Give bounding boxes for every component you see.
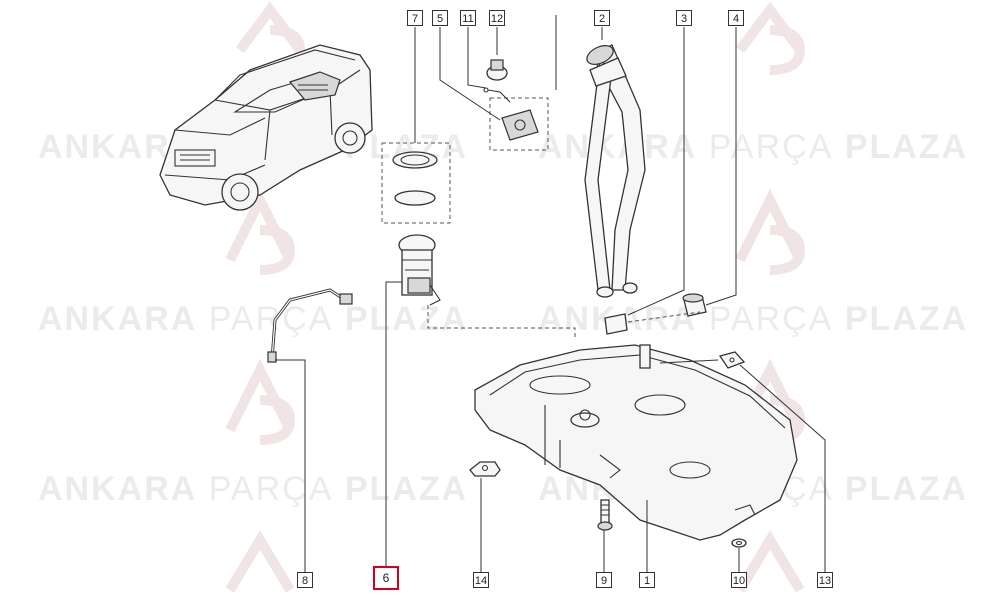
watermark-text: ANKARA PARÇA PLAZA bbox=[38, 470, 468, 508]
vent-pipe bbox=[267, 288, 353, 363]
watermark-text: ANKARA PARÇA PLAZA bbox=[538, 300, 968, 338]
washer bbox=[731, 538, 747, 548]
watermark-word: PLAZA bbox=[833, 470, 968, 508]
bolt bbox=[597, 499, 613, 531]
watermark-text: ANKARA PARÇA PLAZA bbox=[538, 128, 968, 166]
watermark-word: PLAZA bbox=[333, 470, 468, 508]
watermark-word: PLAZA bbox=[833, 300, 968, 338]
callout-5[interactable]: 5 bbox=[432, 10, 448, 26]
filler-neck-pipe bbox=[584, 44, 646, 298]
tank-clip bbox=[718, 351, 746, 369]
watermark-word: PARÇA bbox=[197, 470, 333, 508]
watermark-word: PARÇA bbox=[197, 300, 333, 338]
hose-sleeve bbox=[604, 293, 707, 335]
callout-8[interactable]: 8 bbox=[297, 572, 313, 588]
fuel-tank bbox=[474, 344, 798, 541]
car-illustration bbox=[159, 44, 373, 211]
callout-13[interactable]: 13 bbox=[817, 572, 833, 588]
watermark-word: PLAZA bbox=[833, 128, 968, 166]
watermark-word: PLAZA bbox=[333, 300, 468, 338]
watermark-text: ANKARA PARÇA PLAZA bbox=[38, 300, 468, 338]
callout-1[interactable]: 1 bbox=[639, 572, 655, 588]
callout-2[interactable]: 2 bbox=[594, 10, 610, 26]
watermark-word: ANKARA bbox=[38, 300, 197, 338]
callout-14[interactable]: 14 bbox=[473, 572, 489, 588]
callout-10[interactable]: 10 bbox=[731, 572, 747, 588]
tank-bracket bbox=[469, 461, 501, 477]
callout-11[interactable]: 11 bbox=[460, 10, 476, 26]
watermark-word: PARÇA bbox=[697, 300, 833, 338]
fuel-pump-module bbox=[398, 234, 441, 306]
callout-7[interactable]: 7 bbox=[407, 10, 423, 26]
watermark-word: PARÇA bbox=[697, 128, 833, 166]
leader-lines bbox=[275, 15, 826, 572]
callout-6[interactable]: 6 bbox=[373, 566, 399, 590]
callout-9[interactable]: 9 bbox=[596, 572, 612, 588]
callout-4[interactable]: 4 bbox=[728, 10, 744, 26]
callout-12[interactable]: 12 bbox=[489, 10, 505, 26]
pump-ring-kit bbox=[381, 142, 451, 224]
callout-3[interactable]: 3 bbox=[676, 10, 692, 26]
watermark-word: ANKARA bbox=[38, 470, 197, 508]
watermark-word: ANKARA bbox=[538, 128, 697, 166]
